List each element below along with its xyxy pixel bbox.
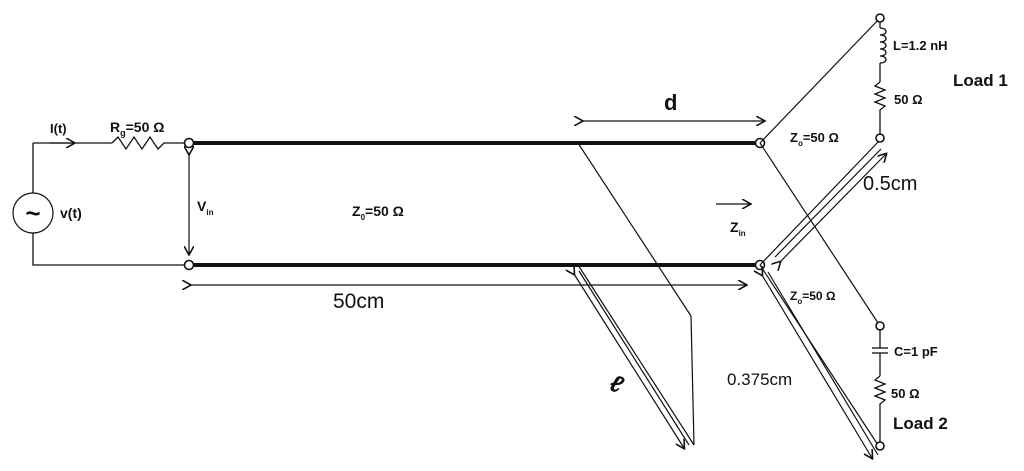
input-node-top — [183, 137, 195, 149]
d-label: d — [664, 90, 677, 115]
stub-length-arrow — [574, 271, 690, 448]
vin-label: Vin — [197, 198, 214, 217]
stub — [577, 142, 695, 446]
sep-lower-label: 0.375cm — [727, 370, 792, 389]
ac-source — [12, 192, 54, 234]
input-node-bottom — [183, 259, 195, 271]
zin-label: Zin — [730, 219, 746, 238]
r-load2-label: 50 Ω — [891, 386, 920, 401]
lower-separation-arrow — [762, 272, 879, 458]
load2-label: Load 2 — [893, 414, 948, 433]
source-resistor — [111, 135, 185, 151]
source-tilde: ~ — [25, 198, 40, 228]
load1-resistor — [873, 81, 887, 134]
upper-separation-arrow — [775, 148, 886, 262]
z0-lower-label: Zo=50 Ω — [790, 289, 836, 306]
sep-upper-label: 0.5cm — [863, 173, 917, 195]
current-label: I(t) — [50, 121, 67, 136]
inductor — [879, 27, 887, 64]
load2-resistor — [873, 375, 887, 442]
z0-main-label: Z0=50 Ω — [352, 203, 404, 222]
z0-upper-label: Zo=50 Ω — [790, 130, 839, 148]
rg-label: Rg=50 Ω — [110, 119, 165, 138]
load2-circuit — [872, 321, 888, 451]
load1-label: Load 1 — [953, 71, 1008, 90]
capacitor-label: C=1 pF — [894, 344, 938, 359]
stub-length-label: ℓ — [606, 370, 627, 400]
source-label: v(t) — [60, 205, 82, 221]
length-label: 50cm — [333, 290, 384, 313]
r-load1-label: 50 Ω — [894, 92, 923, 107]
source-circuit — [12, 135, 189, 266]
inductor-label: L=1.2 nH — [893, 38, 948, 53]
load1-circuit — [873, 13, 887, 143]
